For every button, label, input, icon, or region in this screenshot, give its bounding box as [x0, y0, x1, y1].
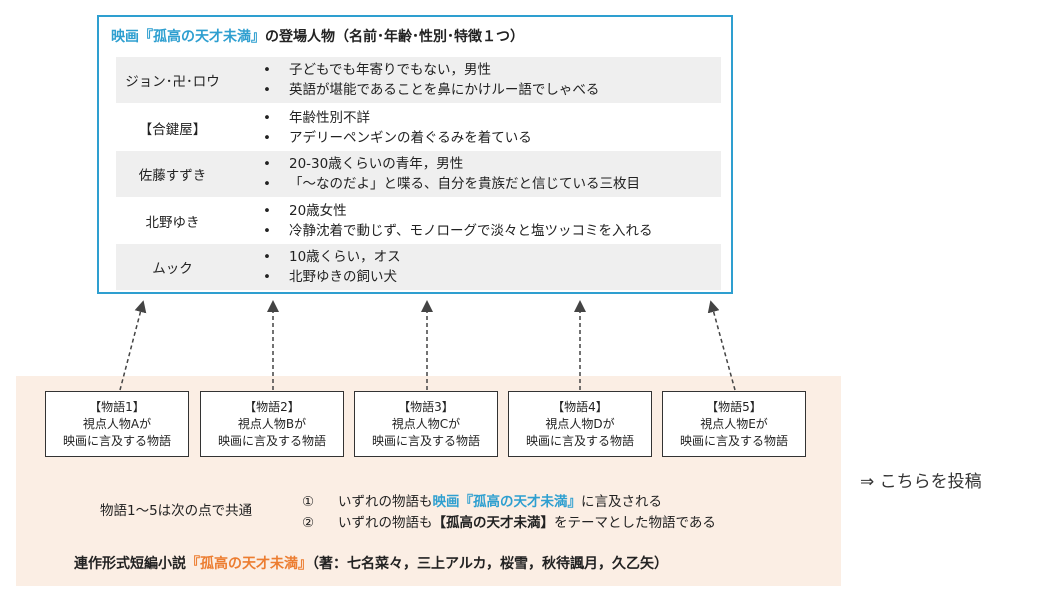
story-line: 映画に言及する物語: [679, 433, 788, 448]
character-row-sato: 佐藤すずき 20-30歳くらいの青年，男性 「～なのだよ」と喋る、自分を貴族だと…: [116, 151, 721, 197]
story-line: 視点人物Dが: [545, 416, 615, 431]
point-number: ①: [302, 494, 315, 510]
common-points-label: 物語1～5は次の点で共通: [100, 503, 253, 519]
point-text: いずれの物語も: [338, 515, 433, 531]
story-line: 映画に言及する物語: [371, 433, 480, 448]
story-line: 視点人物Aが: [82, 416, 152, 431]
character-row-locksmith: 【合鍵屋】 年齢性別不詳 アデリーペンギンの着ぐるみを着ている: [116, 105, 721, 151]
story-title: 【物語5】: [706, 399, 762, 414]
story-box-5: 【物語5】 視点人物Eが 映画に言及する物語: [662, 391, 806, 457]
story-line: 視点人物Bが: [237, 416, 307, 431]
panel-title: 映画『孤高の天才未満』の登場人物（名前･年齢･性別･特徴１つ）: [111, 26, 524, 46]
credit-authors: （著：七名菜々，三上アルカ，桜雪，秋待諷月，久乙矢）: [312, 556, 669, 572]
character-name: ムック: [152, 261, 193, 277]
character-traits: 子どもでも年寄りでもない，男性 英語が堪能であることを鼻にかけルー語でしゃべる: [258, 60, 599, 100]
story-title: 【物語4】: [552, 399, 608, 414]
series-panel: 【物語1】 視点人物Aが 映画に言及する物語 【物語2】 視点人物Bが 映画に言…: [16, 376, 841, 586]
point-text: いずれの物語も: [338, 494, 433, 510]
character-name: 佐藤すずき: [138, 168, 207, 184]
point-highlight: 【孤高の天才未満】: [432, 515, 555, 531]
story-box-2: 【物語2】 視点人物Bが 映画に言及する物語: [200, 391, 344, 457]
story-line: 映画に言及する物語: [525, 433, 634, 448]
point-number: ②: [302, 515, 315, 531]
common-point-1: ① いずれの物語も映画『孤高の天才未満』に言及される: [302, 490, 662, 510]
film-title: 映画『孤高の天才未満』: [111, 29, 265, 45]
series-credit: 連作形式短編小説『孤高の天才未満』（著：七名菜々，三上アルカ，桜雪，秋待諷月，久…: [74, 553, 668, 573]
trait-item: 冷静沈着で動じず、モノローグで淡々と塩ツッコミを入れる: [258, 221, 653, 241]
story-line: 視点人物Eが: [700, 416, 768, 431]
story-line: 映画に言及する物語: [217, 433, 326, 448]
character-name: ジョン･卍･ロウ: [125, 74, 220, 90]
character-traits: 20歳女性 冷静沈着で動じず、モノローグで淡々と塩ツッコミを入れる: [258, 201, 653, 241]
character-traits: 10歳くらい，オス 北野ゆきの飼い犬: [258, 247, 401, 287]
post-link[interactable]: ⇒ こちらを投稿: [860, 472, 982, 492]
credit-prefix: 連作形式短編小説: [74, 556, 186, 572]
point-text: に言及される: [581, 494, 662, 510]
character-name: 【合鍵屋】: [138, 122, 207, 138]
story-title: 【物語1】: [89, 399, 145, 414]
story-box-3: 【物語3】 視点人物Cが 映画に言及する物語: [354, 391, 498, 457]
story-box-1: 【物語1】 視点人物Aが 映画に言及する物語: [45, 391, 189, 457]
trait-item: 北野ゆきの飼い犬: [258, 267, 401, 287]
story-title: 【物語2】: [244, 399, 300, 414]
credit-title: 『孤高の天才未満』: [186, 556, 312, 572]
character-traits: 年齢性別不詳 アデリーペンギンの着ぐるみを着ている: [258, 108, 532, 148]
story-line: 視点人物Cが: [391, 416, 461, 431]
trait-item: 子どもでも年寄りでもない，男性: [258, 60, 599, 80]
story-title: 【物語3】: [398, 399, 454, 414]
trait-item: 20-30歳くらいの青年，男性: [258, 154, 640, 174]
trait-item: 10歳くらい，オス: [258, 247, 401, 267]
character-row-john: ジョン･卍･ロウ 子どもでも年寄りでもない，男性 英語が堪能であることを鼻にかけ…: [116, 57, 721, 103]
story-box-4: 【物語4】 視点人物Dが 映画に言及する物語: [508, 391, 652, 457]
character-name: 北野ゆき: [145, 215, 200, 231]
trait-item: 英語が堪能であることを鼻にかけルー語でしゃべる: [258, 80, 599, 100]
panel-title-rest: の登場人物（名前･年齢･性別･特徴１つ）: [265, 29, 524, 45]
common-point-2: ② いずれの物語も【孤高の天才未満】をテーマとした物語である: [302, 511, 716, 531]
point-highlight: 映画『孤高の天才未満』: [432, 494, 582, 510]
trait-item: アデリーペンギンの着ぐるみを着ている: [258, 128, 532, 148]
character-row-muck: ムック 10歳くらい，オス 北野ゆきの飼い犬: [116, 244, 721, 290]
trait-item: 「～なのだよ」と喋る、自分を貴族だと信じている三枚目: [258, 174, 640, 194]
characters-panel: 映画『孤高の天才未満』の登場人物（名前･年齢･性別･特徴１つ） ジョン･卍･ロウ…: [97, 15, 733, 294]
story-line: 映画に言及する物語: [62, 433, 171, 448]
point-text: をテーマとした物語である: [554, 515, 716, 531]
trait-item: 20歳女性: [258, 201, 653, 221]
character-row-kitano: 北野ゆき 20歳女性 冷静沈着で動じず、モノローグで淡々と塩ツッコミを入れる: [116, 198, 721, 244]
character-traits: 20-30歳くらいの青年，男性 「～なのだよ」と喋る、自分を貴族だと信じている三…: [258, 154, 640, 194]
trait-item: 年齢性別不詳: [258, 108, 532, 128]
